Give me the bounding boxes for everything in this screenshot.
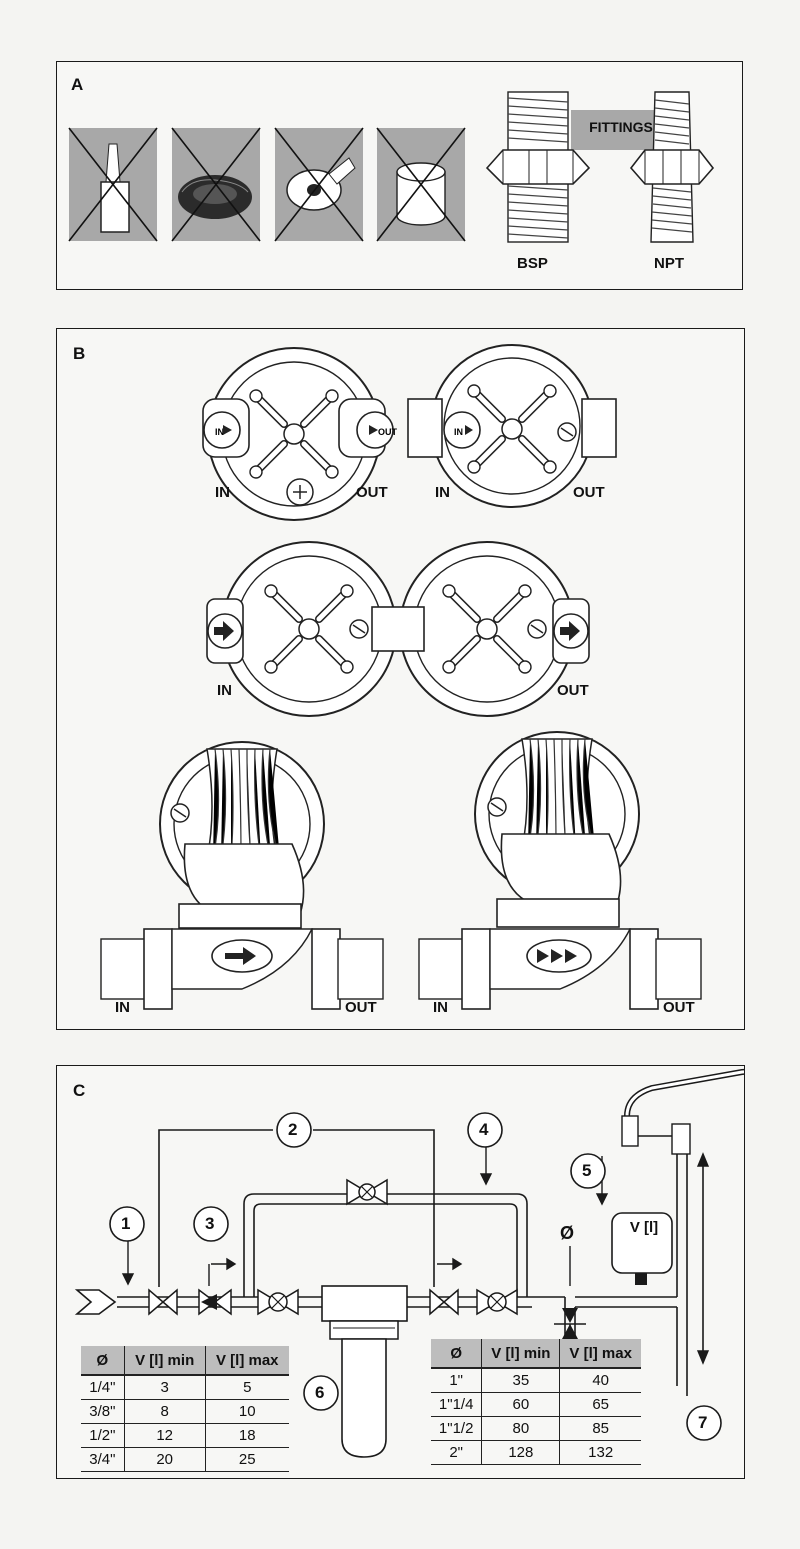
inlet-fitting-icon: [74, 1289, 117, 1315]
callout-1: 1: [121, 1214, 131, 1233]
valve-in-text: IN: [215, 427, 224, 437]
table-cell: 25: [205, 1447, 289, 1472]
out-label-2: OUT: [573, 484, 605, 501]
panel-b: B: [56, 328, 745, 1030]
out-label-4: OUT: [345, 999, 377, 1016]
tank-icon: [611, 1212, 673, 1285]
panel-a: A: [56, 61, 743, 290]
filter-head-bottom-right: [418, 731, 702, 1010]
callout-circles: [109, 1112, 722, 1441]
out-label-5: OUT: [663, 999, 695, 1016]
filter-head-bottom-left: [100, 741, 384, 1010]
table-cell: 1"1/2: [431, 1416, 483, 1441]
in-label-3: IN: [217, 682, 232, 699]
table-cell: 85: [559, 1416, 641, 1441]
table-cell: 3/8": [81, 1399, 125, 1424]
in-label-5: IN: [433, 999, 448, 1016]
filter-head-top-right: IN: [407, 344, 617, 508]
filter-housing-icon: [321, 1285, 408, 1458]
double-filter-head: [206, 541, 590, 717]
cylinder-icon: [376, 127, 466, 242]
tap-icon: [621, 1068, 744, 1155]
table-cell: 128: [481, 1440, 561, 1465]
table-header: Ø: [81, 1346, 125, 1376]
table-header: V [l] min: [481, 1339, 561, 1369]
table-cell: 10: [205, 1399, 289, 1424]
table-cell: 2": [431, 1440, 483, 1465]
table-header: V [l] max: [559, 1339, 641, 1369]
fittings-label: FITTINGS: [589, 119, 653, 135]
table-cell: 40: [559, 1368, 641, 1393]
callout-3: 3: [205, 1214, 215, 1233]
out-label-3: OUT: [557, 682, 589, 699]
panel-a-drawing: [68, 91, 715, 243]
table-cell: 12: [124, 1423, 206, 1448]
table-cell: 5: [205, 1375, 289, 1400]
table-cell: 80: [481, 1416, 561, 1441]
callout-5: 5: [582, 1161, 592, 1180]
table-header: V [l] max: [205, 1346, 289, 1376]
callout-7: 7: [698, 1413, 708, 1432]
npt-fitting-icon: [629, 91, 715, 243]
table-cell: 3: [124, 1375, 206, 1400]
filter-head-top-left: IN OUT: [202, 347, 398, 521]
table-cell: 8: [124, 1399, 206, 1424]
table-cell: 1/2": [81, 1423, 125, 1448]
hemp-fibre-icon: [171, 127, 261, 242]
panel-c: C: [56, 1065, 745, 1479]
table-cell: 1"1/4: [431, 1392, 483, 1417]
table-cell: 1": [431, 1368, 483, 1393]
in-label-2: IN: [435, 484, 450, 501]
ptfe-tape-icon: [274, 127, 364, 242]
table-cell: 3/4": [81, 1447, 125, 1472]
table-cell: 132: [559, 1440, 641, 1465]
in-label-1: IN: [215, 484, 230, 501]
table-cell: 20: [124, 1447, 206, 1472]
panel-c-letter: C: [73, 1081, 86, 1100]
callout-2: 2: [288, 1120, 298, 1139]
valve-crosses: [271, 1185, 504, 1309]
table-cell: 65: [559, 1392, 641, 1417]
tank-label: V [l]: [629, 1219, 659, 1236]
valve-out-text: OUT: [378, 427, 398, 437]
table-cell: 35: [481, 1368, 561, 1393]
installation-schematic: [74, 1068, 744, 1458]
panel-b-letter: B: [73, 344, 86, 363]
bsp-fitting-icon: [485, 91, 591, 243]
table-cell: 18: [205, 1423, 289, 1448]
in-label-4: IN: [115, 999, 130, 1016]
table-cell: 60: [481, 1392, 561, 1417]
diameter-symbol: Ø: [560, 1223, 575, 1243]
table-cell: 1/4": [81, 1375, 125, 1400]
table-header: Ø: [431, 1339, 483, 1369]
valve-in-text-2: IN: [454, 427, 463, 437]
callout-4: 4: [479, 1120, 489, 1139]
table-header: V [l] min: [124, 1346, 206, 1376]
out-label-1: OUT: [356, 484, 388, 501]
npt-label: NPT: [654, 255, 684, 272]
bsp-label: BSP: [517, 255, 548, 272]
panel-a-letter: A: [71, 75, 84, 94]
sealant-bottle-icon: [68, 127, 158, 242]
callout-6: 6: [315, 1383, 325, 1402]
panel-b-drawing: IN OUT IN: [100, 344, 702, 1010]
